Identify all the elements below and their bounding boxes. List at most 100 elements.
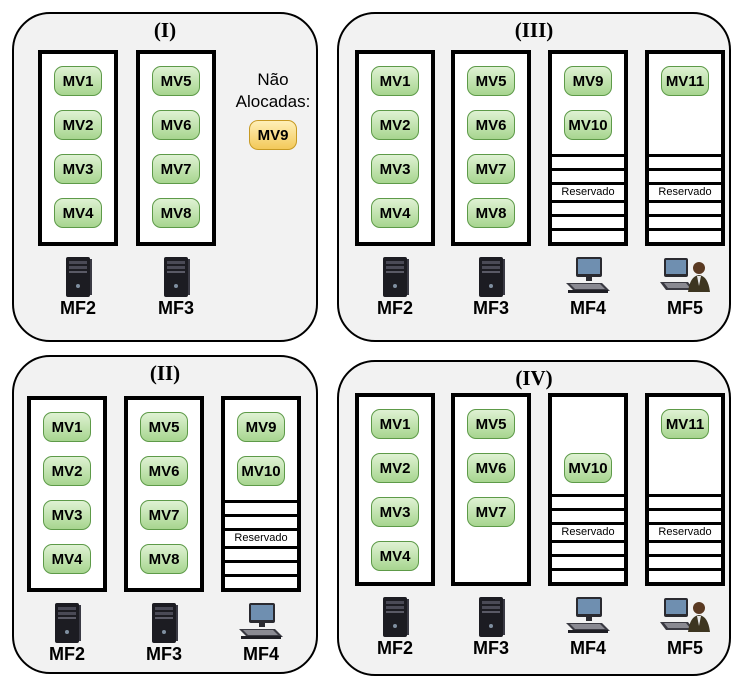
empty-slot xyxy=(552,568,624,582)
vm-badge: MV6 xyxy=(467,453,515,483)
unallocated-label-line1: Não xyxy=(257,70,289,89)
vm-badge: MV2 xyxy=(43,456,91,486)
empty-slot xyxy=(649,568,721,582)
server-tower-icon xyxy=(52,602,82,649)
vm-badge: MV4 xyxy=(371,541,419,571)
empty-slot xyxy=(649,154,721,168)
panel-title: (III) xyxy=(514,18,554,42)
host-label: MF3 xyxy=(473,298,509,318)
vm-badge: MV5 xyxy=(467,66,515,96)
desktop-computer-icon xyxy=(564,596,612,639)
reserved-slots: Reservado xyxy=(552,494,624,582)
reserved-label: Reservado xyxy=(552,522,624,540)
vm-badge: MV8 xyxy=(152,198,200,228)
host-label: MF4 xyxy=(243,644,279,664)
reserved-label: Reservado xyxy=(225,528,297,546)
empty-slot xyxy=(649,214,721,228)
vm-badge: MV8 xyxy=(467,198,515,228)
vm-badge: MV11 xyxy=(661,66,709,96)
empty-slot xyxy=(225,514,297,528)
reserved-slots: Reservado xyxy=(649,154,721,242)
vm-badge: MV6 xyxy=(152,110,200,140)
vm-badge: MV2 xyxy=(371,453,419,483)
empty-slot xyxy=(552,154,624,168)
desktop-user-icon xyxy=(660,256,710,299)
empty-slot xyxy=(649,494,721,508)
host-label: MF2 xyxy=(377,638,413,658)
vm-badge: MV5 xyxy=(467,409,515,439)
server-tower-icon xyxy=(476,596,506,643)
vm-badge: MV4 xyxy=(54,198,102,228)
reserved-label: Reservado xyxy=(649,522,721,540)
host-label: MF2 xyxy=(60,298,96,318)
empty-slot xyxy=(649,554,721,568)
empty-slot xyxy=(649,200,721,214)
empty-slot xyxy=(552,168,624,182)
vm-badge: MV5 xyxy=(140,412,188,442)
host-label: MF5 xyxy=(667,298,703,318)
host-label: MF4 xyxy=(570,638,606,658)
vm-badge: MV1 xyxy=(371,66,419,96)
empty-slot xyxy=(225,500,297,514)
vm-badge: MV1 xyxy=(43,412,91,442)
reserved-label: Reservado xyxy=(649,182,721,200)
host-label: MF2 xyxy=(377,298,413,318)
host-label: MF5 xyxy=(667,638,703,658)
host-label: MF3 xyxy=(146,644,182,664)
vm-badge: MV7 xyxy=(140,500,188,530)
vm-badge: MV5 xyxy=(152,66,200,96)
vm-badge: MV7 xyxy=(467,154,515,184)
empty-slot xyxy=(225,546,297,560)
vm-badge: MV10 xyxy=(237,456,285,486)
empty-slot xyxy=(552,228,624,242)
vm-badge: MV4 xyxy=(371,198,419,228)
host-label: MF3 xyxy=(473,638,509,658)
server-tower-icon xyxy=(476,256,506,303)
desktop-computer-icon xyxy=(237,602,285,645)
panel-title: (I) xyxy=(153,18,177,42)
host-label: MF4 xyxy=(570,298,606,318)
server-tower-icon xyxy=(63,256,93,303)
vm-badge: MV11 xyxy=(661,409,709,439)
reserved-slots: Reservado xyxy=(552,154,624,242)
server-tower-icon xyxy=(149,602,179,649)
panel-title: (IV) xyxy=(515,366,553,390)
vm-badge: MV2 xyxy=(54,110,102,140)
vm-badge: MV9 xyxy=(237,412,285,442)
empty-slot xyxy=(552,554,624,568)
desktop-user-icon xyxy=(660,596,710,639)
vm-badge: MV10 xyxy=(564,453,612,483)
empty-slot xyxy=(552,214,624,228)
reserved-label: Reservado xyxy=(552,182,624,200)
empty-slot xyxy=(552,494,624,508)
empty-slot xyxy=(552,200,624,214)
empty-slot xyxy=(649,168,721,182)
empty-slot xyxy=(649,228,721,242)
server-tower-icon xyxy=(161,256,191,303)
vm-badge: MV6 xyxy=(467,110,515,140)
panel-title: (II) xyxy=(149,361,181,385)
vm-badge: MV9 xyxy=(564,66,612,96)
reserved-slots: Reservado xyxy=(225,500,297,588)
vm-badge: MV3 xyxy=(43,500,91,530)
empty-slot xyxy=(225,560,297,574)
vm-badge: MV1 xyxy=(54,66,102,96)
server-tower-icon xyxy=(380,256,410,303)
server-tower-icon xyxy=(380,596,410,643)
empty-slot xyxy=(552,540,624,554)
unallocated-vm-badge: MV9 xyxy=(249,120,297,150)
vm-badge: MV2 xyxy=(371,110,419,140)
empty-slot xyxy=(649,508,721,522)
empty-slot xyxy=(552,508,624,522)
